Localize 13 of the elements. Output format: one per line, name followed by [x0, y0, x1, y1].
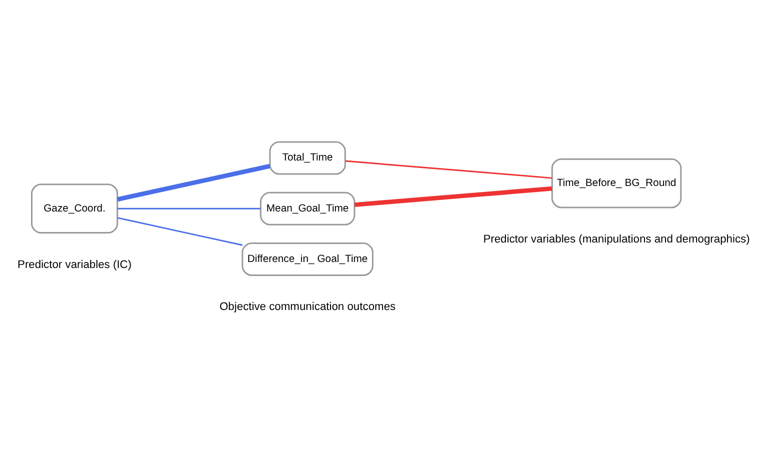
connector	[117, 217, 243, 246]
connector	[117, 208, 261, 210]
connector	[117, 164, 270, 202]
label: Predictor variables (IC)	[18, 258, 132, 271]
connector	[345, 160, 552, 179]
node-box: Total_Time	[269, 141, 346, 175]
node-box: Time_Before_ BG_Round	[551, 158, 682, 208]
label: Objective communication outcomes	[220, 301, 396, 314]
node-box: Gaze_Coord.	[31, 184, 118, 234]
node-box: Difference_in_ Goal_Time	[242, 242, 374, 276]
connector	[354, 186, 552, 208]
label: Predictor variables (manipulations and demographics)	[483, 233, 750, 246]
node-box: Mean_Goal_Time	[260, 192, 356, 226]
